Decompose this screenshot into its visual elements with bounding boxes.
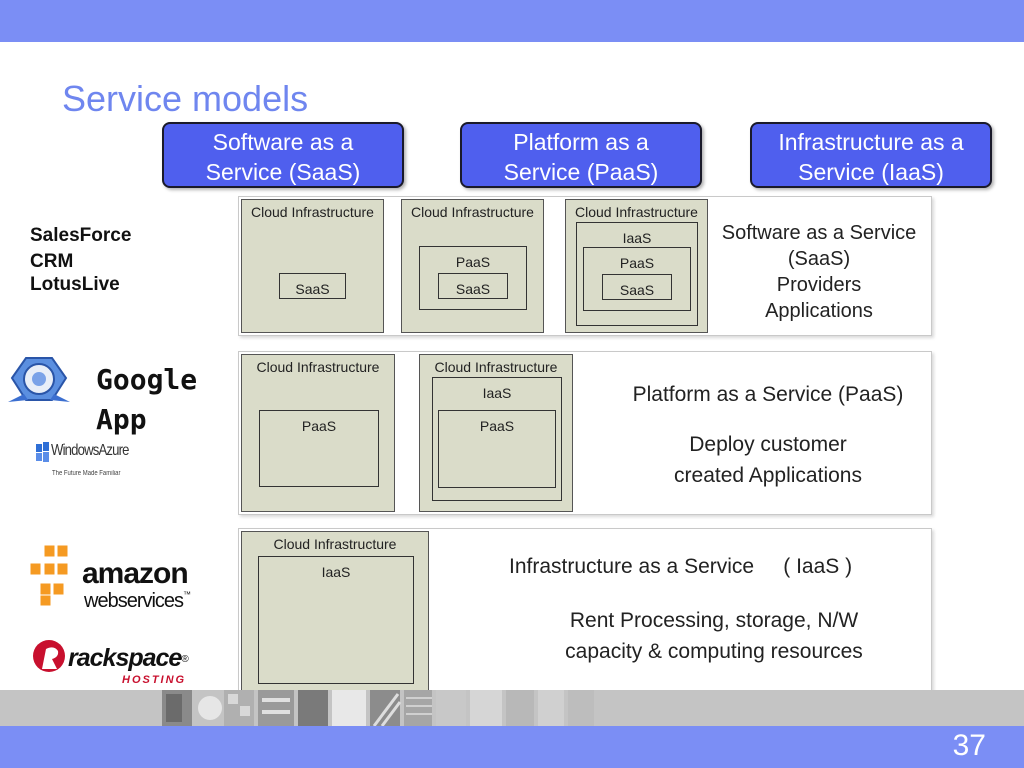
paas-col2-paas-label: PaaS	[479, 418, 515, 434]
google-app-label: Google App	[96, 360, 197, 440]
paas-model-box: Platform as a Service (PaaS)	[460, 122, 702, 188]
saas-col3-paas-label: PaaS	[619, 255, 655, 271]
paas-col2-iaas-label: IaaS	[482, 385, 512, 401]
paas-panel: Cloud Infrastructure PaaS Cloud Infrastr…	[238, 351, 932, 515]
saas-col1-ci-label: Cloud Infrastructure	[251, 204, 374, 220]
saas-col3-paas-box: PaaS SaaS	[583, 247, 691, 311]
google-label-line1: Google	[96, 363, 198, 396]
saas-desc-line2: (SaaS)	[787, 248, 851, 270]
paas-col2-paas-box: PaaS	[438, 410, 556, 488]
saas-col3-cloud-infrastructure: Cloud Infrastructure IaaS PaaS SaaS	[565, 199, 708, 333]
paas-col2-cloud-infrastructure: Cloud Infrastructure IaaS PaaS	[419, 354, 573, 512]
paas-col1-cloud-infrastructure: Cloud Infrastructure PaaS	[241, 354, 395, 512]
page-number: 37	[952, 729, 986, 762]
iaas-cloud-infrastructure: Cloud Infrastructure IaaS	[241, 531, 429, 691]
iaas-ci-label: Cloud Infrastructure	[273, 536, 397, 552]
iaas-desc-line1: Rent Processing, storage, N/W	[569, 609, 859, 632]
google-label-line2: App	[96, 403, 147, 436]
saas-col2-saas-box: SaaS	[438, 273, 508, 299]
paas-col2-iaas-box: IaaS PaaS	[432, 377, 562, 501]
windows-azure-logo: WindowsAzure The Future Made Familiar	[36, 440, 146, 484]
paas-col2-ci-label: Cloud Infrastructure	[434, 359, 558, 375]
aws-cubes-icon	[30, 545, 69, 607]
saas-col2-paas-box: PaaS SaaS	[419, 246, 527, 310]
saas-col1-cloud-infrastructure: Cloud Infrastructure SaaS	[241, 199, 384, 333]
google-app-engine-icon	[8, 357, 70, 402]
saas-model-line2: Service (SaaS)	[205, 159, 361, 185]
saas-col3-iaas-label: IaaS	[622, 230, 652, 246]
saas-col1-saas-label: SaaS	[295, 281, 330, 297]
decorative-photo-strip	[162, 690, 594, 726]
iaas-desc-line2: capacity & computing resources	[565, 640, 863, 663]
saas-col2-ci-label: Cloud Infrastructure	[411, 204, 534, 220]
rackspace-hosting: HOSTING	[122, 674, 187, 686]
rackspace-wordmark: rackspace®	[68, 644, 189, 673]
iaas-description: Rent Processing, storage, N/W capacity &…	[509, 605, 919, 667]
saas-panel: Cloud Infrastructure SaaS Cloud Infrastr…	[238, 196, 932, 336]
saas-model-line1: Software as a	[212, 129, 354, 155]
saas-description: Software as a Service (SaaS) Providers A…	[707, 220, 931, 324]
paas-desc-line2: created Applications	[674, 464, 862, 487]
paas-model-line1: Platform as a	[513, 129, 649, 155]
saas-col1-saas-box: SaaS	[279, 273, 346, 299]
windows-azure-tagline: The Future Made Familiar	[52, 470, 121, 477]
lotuslive-label: LotusLive	[30, 274, 120, 295]
saas-desc-line3: Providers	[776, 274, 862, 296]
saas-desc-line1: Software as a Service	[721, 222, 917, 244]
rackspace-wordmark-text: rackspace	[68, 644, 182, 672]
amazon-wordmark: amazon	[82, 557, 189, 590]
paas-heading: Platform as a Service (PaaS)	[632, 383, 904, 406]
saas-col3-ci-label: Cloud Infrastructure	[575, 204, 698, 220]
paas-col1-paas-label: PaaS	[301, 418, 337, 434]
salesforce-label: SalesForce	[30, 225, 132, 246]
slide-title: Service models	[62, 78, 309, 119]
saas-model-box: Software as a Service (SaaS)	[162, 122, 404, 188]
aws-subtext: webservices™	[84, 590, 191, 613]
paas-col1-ci-label: Cloud Infrastructure	[256, 359, 380, 375]
iaas-model-line2: Service (IaaS)	[798, 159, 944, 185]
paas-description: Deploy customer created Applications	[625, 429, 911, 491]
iaas-heading: Infrastructure as a Service ( IaaS )	[509, 555, 853, 578]
windows-azure-text: WindowsAzure	[51, 442, 129, 459]
paas-col1-paas-box: PaaS	[259, 410, 379, 487]
iaas-box: IaaS	[258, 556, 414, 684]
crm-label: CRM	[30, 251, 74, 272]
aws-trademark: ™	[183, 590, 191, 599]
iaas-panel: Cloud Infrastructure IaaS Infrastructure…	[238, 528, 932, 694]
bottom-bar	[0, 726, 1024, 768]
iaas-model-box: Infrastructure as a Service (IaaS)	[750, 122, 992, 188]
saas-col2-saas-label: SaaS	[455, 281, 491, 297]
saas-col2-cloud-infrastructure: Cloud Infrastructure PaaS SaaS	[401, 199, 544, 333]
saas-col2-paas-label: PaaS	[455, 254, 491, 270]
windows-flag-icon	[36, 442, 49, 462]
iaas-model-line1: Infrastructure as a	[778, 129, 964, 155]
saas-desc-line4: Applications	[765, 300, 873, 322]
paas-desc-line1: Deploy customer	[689, 433, 847, 456]
top-bar	[0, 0, 1024, 42]
saas-col3-saas-box: SaaS	[602, 274, 672, 300]
paas-model-line2: Service (PaaS)	[503, 159, 659, 185]
rackspace-icon	[33, 640, 65, 672]
saas-col3-saas-label: SaaS	[619, 282, 655, 298]
rackspace-registered-mark: ®	[181, 653, 188, 665]
iaas-label: IaaS	[321, 564, 351, 580]
aws-subtext-label: webservices	[84, 590, 184, 612]
saas-col3-iaas-box: IaaS PaaS SaaS	[576, 222, 698, 326]
